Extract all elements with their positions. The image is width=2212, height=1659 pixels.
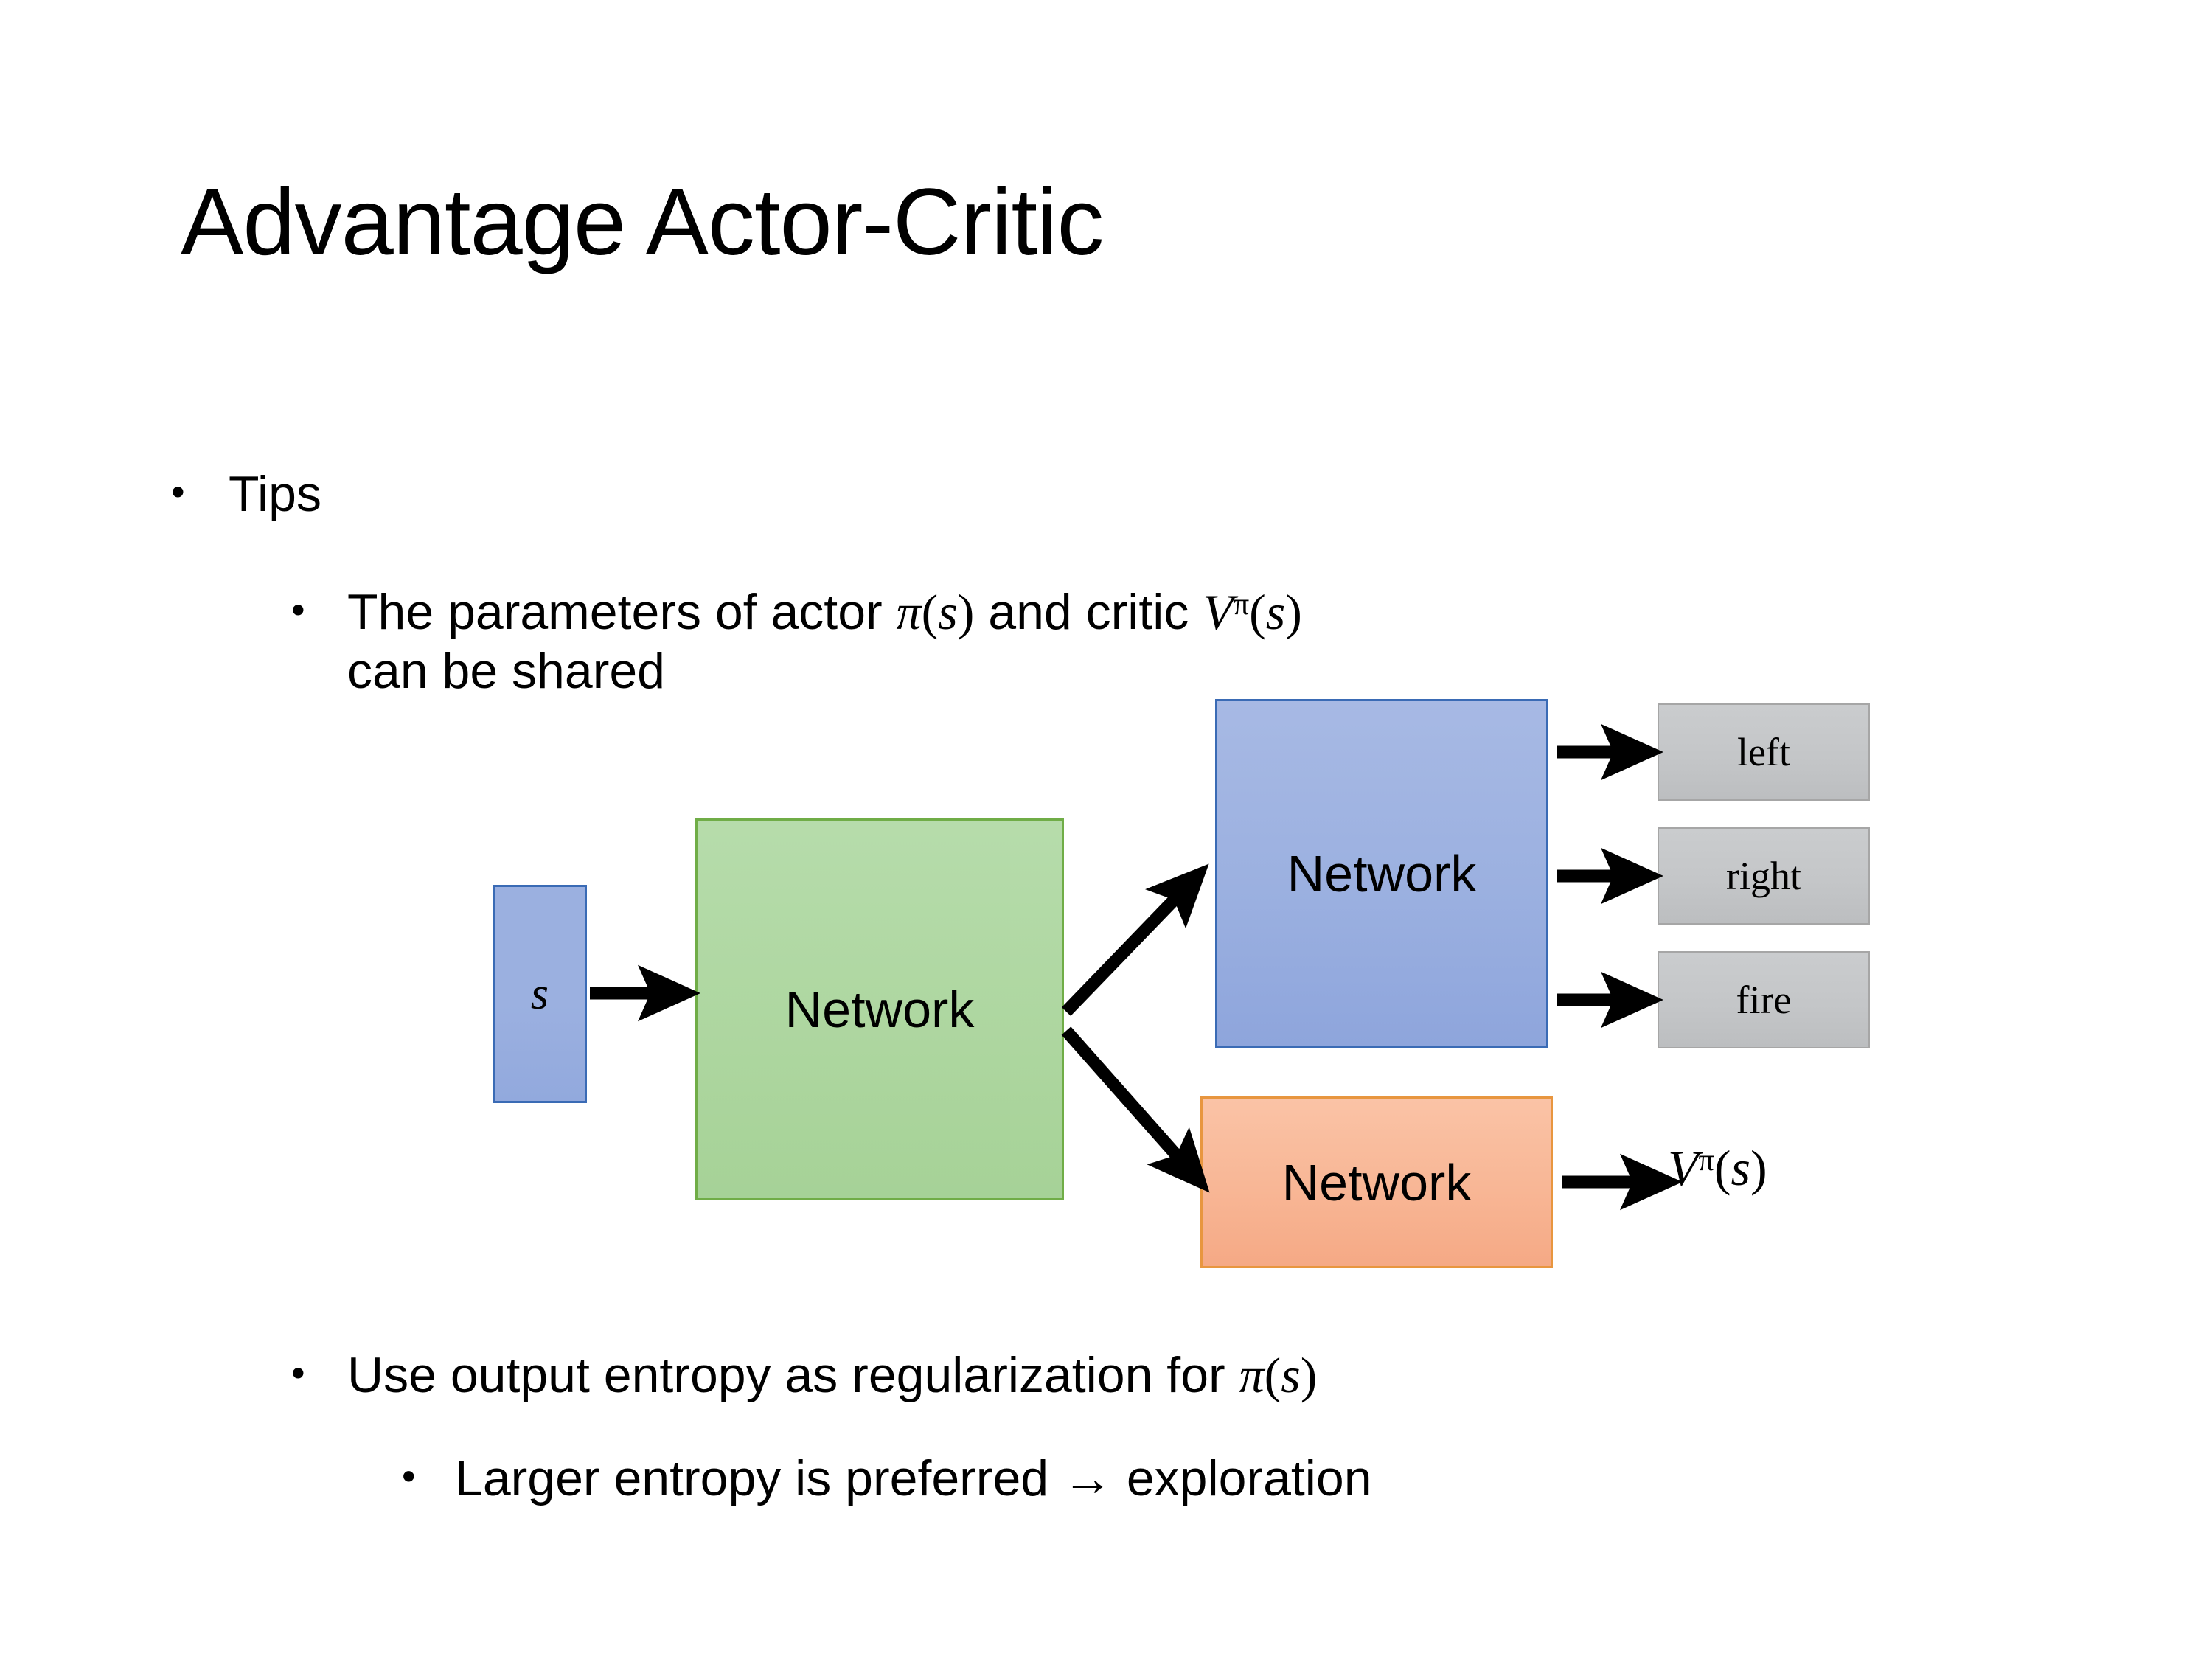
- arg-s: s: [1281, 1347, 1301, 1403]
- bullet-larger-entropy: • Larger entropy is preferred → explorat…: [402, 1449, 2171, 1508]
- paren-open: (: [1714, 1140, 1731, 1196]
- bullet-shared-parameters: • The parameters of actor π(s) and criti…: [291, 582, 2061, 700]
- critic-network-box: Network: [1200, 1096, 1553, 1268]
- state-input-box: s: [493, 885, 587, 1103]
- paren-close: ): [1300, 1347, 1318, 1403]
- pi-glyph: π: [1239, 1347, 1265, 1403]
- bullet-marker-icon: •: [171, 470, 185, 514]
- paren-open: (: [921, 584, 939, 640]
- bullet-marker-icon: •: [291, 1351, 305, 1395]
- bullet-entropy-text: Use output entropy as regularization for…: [347, 1346, 2061, 1405]
- entropy-prefix: Use output entropy as regularization for: [347, 1347, 1239, 1403]
- value-function-expression: Vπ(s): [1668, 1140, 1767, 1196]
- shared-network-label: Network: [785, 981, 975, 1038]
- state-label: s: [530, 968, 549, 1019]
- bullet-tips: • Tips: [171, 465, 1056, 524]
- bullet-entropy-regularization: • Use output entropy as regularization f…: [291, 1346, 2061, 1405]
- bullet-marker-icon: •: [402, 1454, 416, 1498]
- critic-network-label: Network: [1281, 1153, 1472, 1211]
- paren-close: ): [1285, 584, 1302, 640]
- arrow-shared-to-actor: [1061, 863, 1209, 1016]
- bullet-larger-entropy-label: Larger entropy is preferred → exploratio…: [455, 1450, 1372, 1506]
- paren-open: (: [1264, 1347, 1281, 1403]
- v-glyph: V: [1203, 584, 1234, 640]
- params-prefix: The parameters of actor: [347, 584, 897, 640]
- shared-network-box: Network: [695, 818, 1064, 1200]
- params-tail: can be shared: [347, 643, 665, 700]
- v-glyph: V: [1668, 1140, 1699, 1196]
- paren-close: ): [957, 584, 975, 640]
- action-output-left: left: [1658, 703, 1870, 801]
- arg-s: s: [938, 584, 958, 640]
- action-output-right: right: [1658, 827, 1870, 925]
- pi-symbol: π(s): [1239, 1347, 1318, 1403]
- value-function-symbol: Vπ(s): [1203, 584, 1302, 640]
- arrow-shared-to-critic: [1061, 1026, 1210, 1193]
- value-function-output: Vπ(s): [1668, 1139, 1767, 1197]
- arg-s: s: [1265, 584, 1286, 640]
- pi-symbol: π(s): [897, 584, 975, 640]
- arg-s: s: [1731, 1140, 1750, 1196]
- bullet-shared-parameters-text: The parameters of actor π(s) and critic …: [347, 582, 2061, 700]
- v-superscript-pi: π: [1233, 586, 1250, 622]
- page-title: Advantage Actor-Critic: [181, 170, 1104, 275]
- bullet-marker-icon: •: [291, 588, 305, 632]
- pi-glyph: π: [896, 584, 922, 640]
- paren-close: ): [1750, 1140, 1767, 1196]
- params-mid: and critic: [974, 584, 1203, 640]
- actor-network-box: Network: [1215, 699, 1548, 1048]
- action-output-fire: fire: [1658, 951, 1870, 1048]
- actor-network-label: Network: [1287, 845, 1477, 902]
- v-superscript-pi: π: [1698, 1142, 1714, 1178]
- bullet-tips-label: Tips: [229, 466, 321, 522]
- paren-open: (: [1249, 584, 1266, 640]
